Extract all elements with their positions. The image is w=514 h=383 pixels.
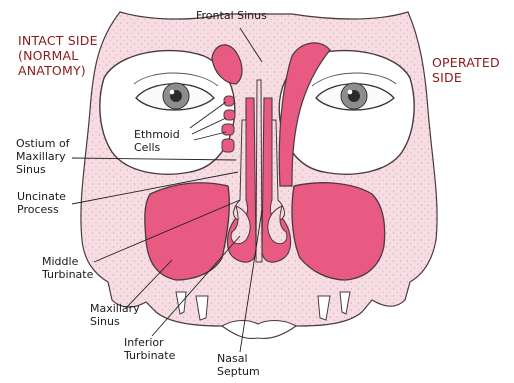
nasal-septum-shape	[256, 80, 262, 262]
middle-turbinate-label: Middle Turbinate	[42, 255, 93, 281]
operated-side-label: OPERATED SIDE	[432, 55, 500, 85]
ethmoid-cells-label: Ethmoid Cells	[134, 128, 180, 154]
frontal-sinus-label: Frontal Sinus	[196, 9, 267, 22]
nasal-septum-label: Nasal Septum	[217, 352, 260, 378]
upper-lip	[222, 321, 296, 339]
intact-side-label: INTACT SIDE (NORMAL ANATOMY)	[18, 33, 98, 78]
uncinate-process-label: Uncinate Process	[17, 190, 66, 216]
maxillary-sinus-label: Maxillary Sinus	[90, 302, 140, 328]
left-maxillary-sinus	[145, 183, 230, 280]
left-orbit	[100, 51, 235, 175]
ostium-maxillary-sinus-label: Ostium of Maxillary Sinus	[16, 137, 70, 176]
inferior-turbinate-label: Inferior Turbinate	[124, 336, 175, 362]
